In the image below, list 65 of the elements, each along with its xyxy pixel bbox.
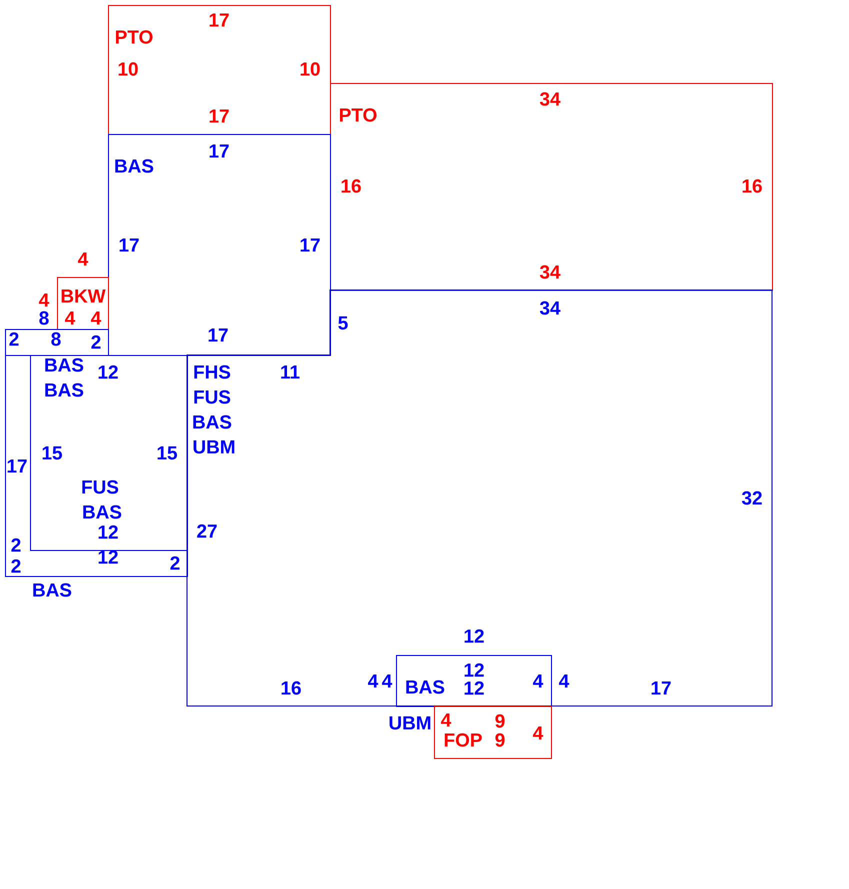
- area-outline: [434, 706, 552, 759]
- area-code: FHS: [194, 365, 230, 379]
- area-code: BAS: [83, 505, 122, 519]
- dimension-label: 16: [342, 179, 361, 193]
- dimension-label: 17: [210, 144, 229, 158]
- dimension-label: 2: [11, 559, 20, 573]
- dimension-label: 17: [210, 14, 229, 27]
- dimension-label: 9: [495, 714, 505, 728]
- area-outline: [330, 83, 773, 291]
- dimension-label: 34: [540, 92, 560, 106]
- dimension-label: 16: [282, 681, 301, 695]
- area-outline: [108, 134, 331, 356]
- dimension-label: 5: [338, 316, 348, 330]
- area-code: UBM: [390, 716, 430, 730]
- area-code: FUS: [82, 480, 118, 494]
- area-code: BAS: [45, 383, 84, 397]
- area-outline: [186, 290, 772, 706]
- dimension-label: 17: [120, 238, 139, 252]
- dimension-label: 8: [39, 311, 49, 325]
- dimension-label: 17: [300, 238, 320, 252]
- dimension-label: 17: [210, 110, 229, 123]
- area-code: PTO: [116, 30, 152, 44]
- area-code: BAS: [193, 415, 232, 429]
- dimension-label: 4: [533, 726, 544, 740]
- dimension-label: 4: [533, 674, 544, 688]
- area-code: BAS: [115, 159, 154, 173]
- dimension-label: 4: [441, 714, 452, 727]
- dimension-label: 8: [51, 332, 61, 346]
- dimension-label: 10: [300, 62, 320, 76]
- area-code: BAS: [45, 358, 84, 372]
- area-code: FOP: [444, 733, 482, 747]
- dimension-label: 17: [652, 682, 671, 695]
- dimension-label: 4: [559, 674, 570, 688]
- dimension-label: 12: [464, 663, 484, 677]
- dimension-label: 12: [98, 525, 118, 539]
- area-outline: [57, 277, 109, 330]
- area-code: PTO: [340, 108, 376, 122]
- area-outline: [5, 355, 188, 577]
- area-code: BKW: [62, 290, 106, 303]
- dimension-label: 16: [742, 179, 762, 193]
- area-code: UBM: [194, 440, 234, 454]
- dimension-label: 4: [91, 312, 102, 325]
- area-code: FUS: [194, 390, 230, 404]
- dimension-label: 4: [382, 674, 392, 688]
- dimension-label: 10: [118, 62, 138, 76]
- area-outline: [396, 655, 552, 707]
- area-code: BAS: [406, 680, 444, 694]
- dimension-label: 4: [39, 294, 50, 307]
- area-outline: [108, 5, 331, 135]
- dimension-label: 4: [368, 674, 378, 688]
- dimension-label: 12: [464, 681, 484, 695]
- dimension-label: 12: [98, 365, 118, 379]
- dimension-label: 2: [91, 335, 100, 349]
- dimension-label: 34: [540, 265, 560, 279]
- dimension-label: 2: [9, 332, 18, 346]
- dimension-label: 4: [65, 312, 76, 325]
- area-outline: [5, 329, 109, 356]
- dimension-label: 4: [78, 252, 88, 266]
- area-code: BAS: [33, 583, 72, 597]
- dimension-label: 17: [208, 328, 228, 342]
- dimension-label: 15: [158, 446, 177, 460]
- dimension-label: 32: [742, 491, 762, 505]
- dimension-label: 9: [495, 733, 505, 747]
- area-outline: [30, 355, 188, 551]
- dimension-label: 15: [42, 446, 62, 460]
